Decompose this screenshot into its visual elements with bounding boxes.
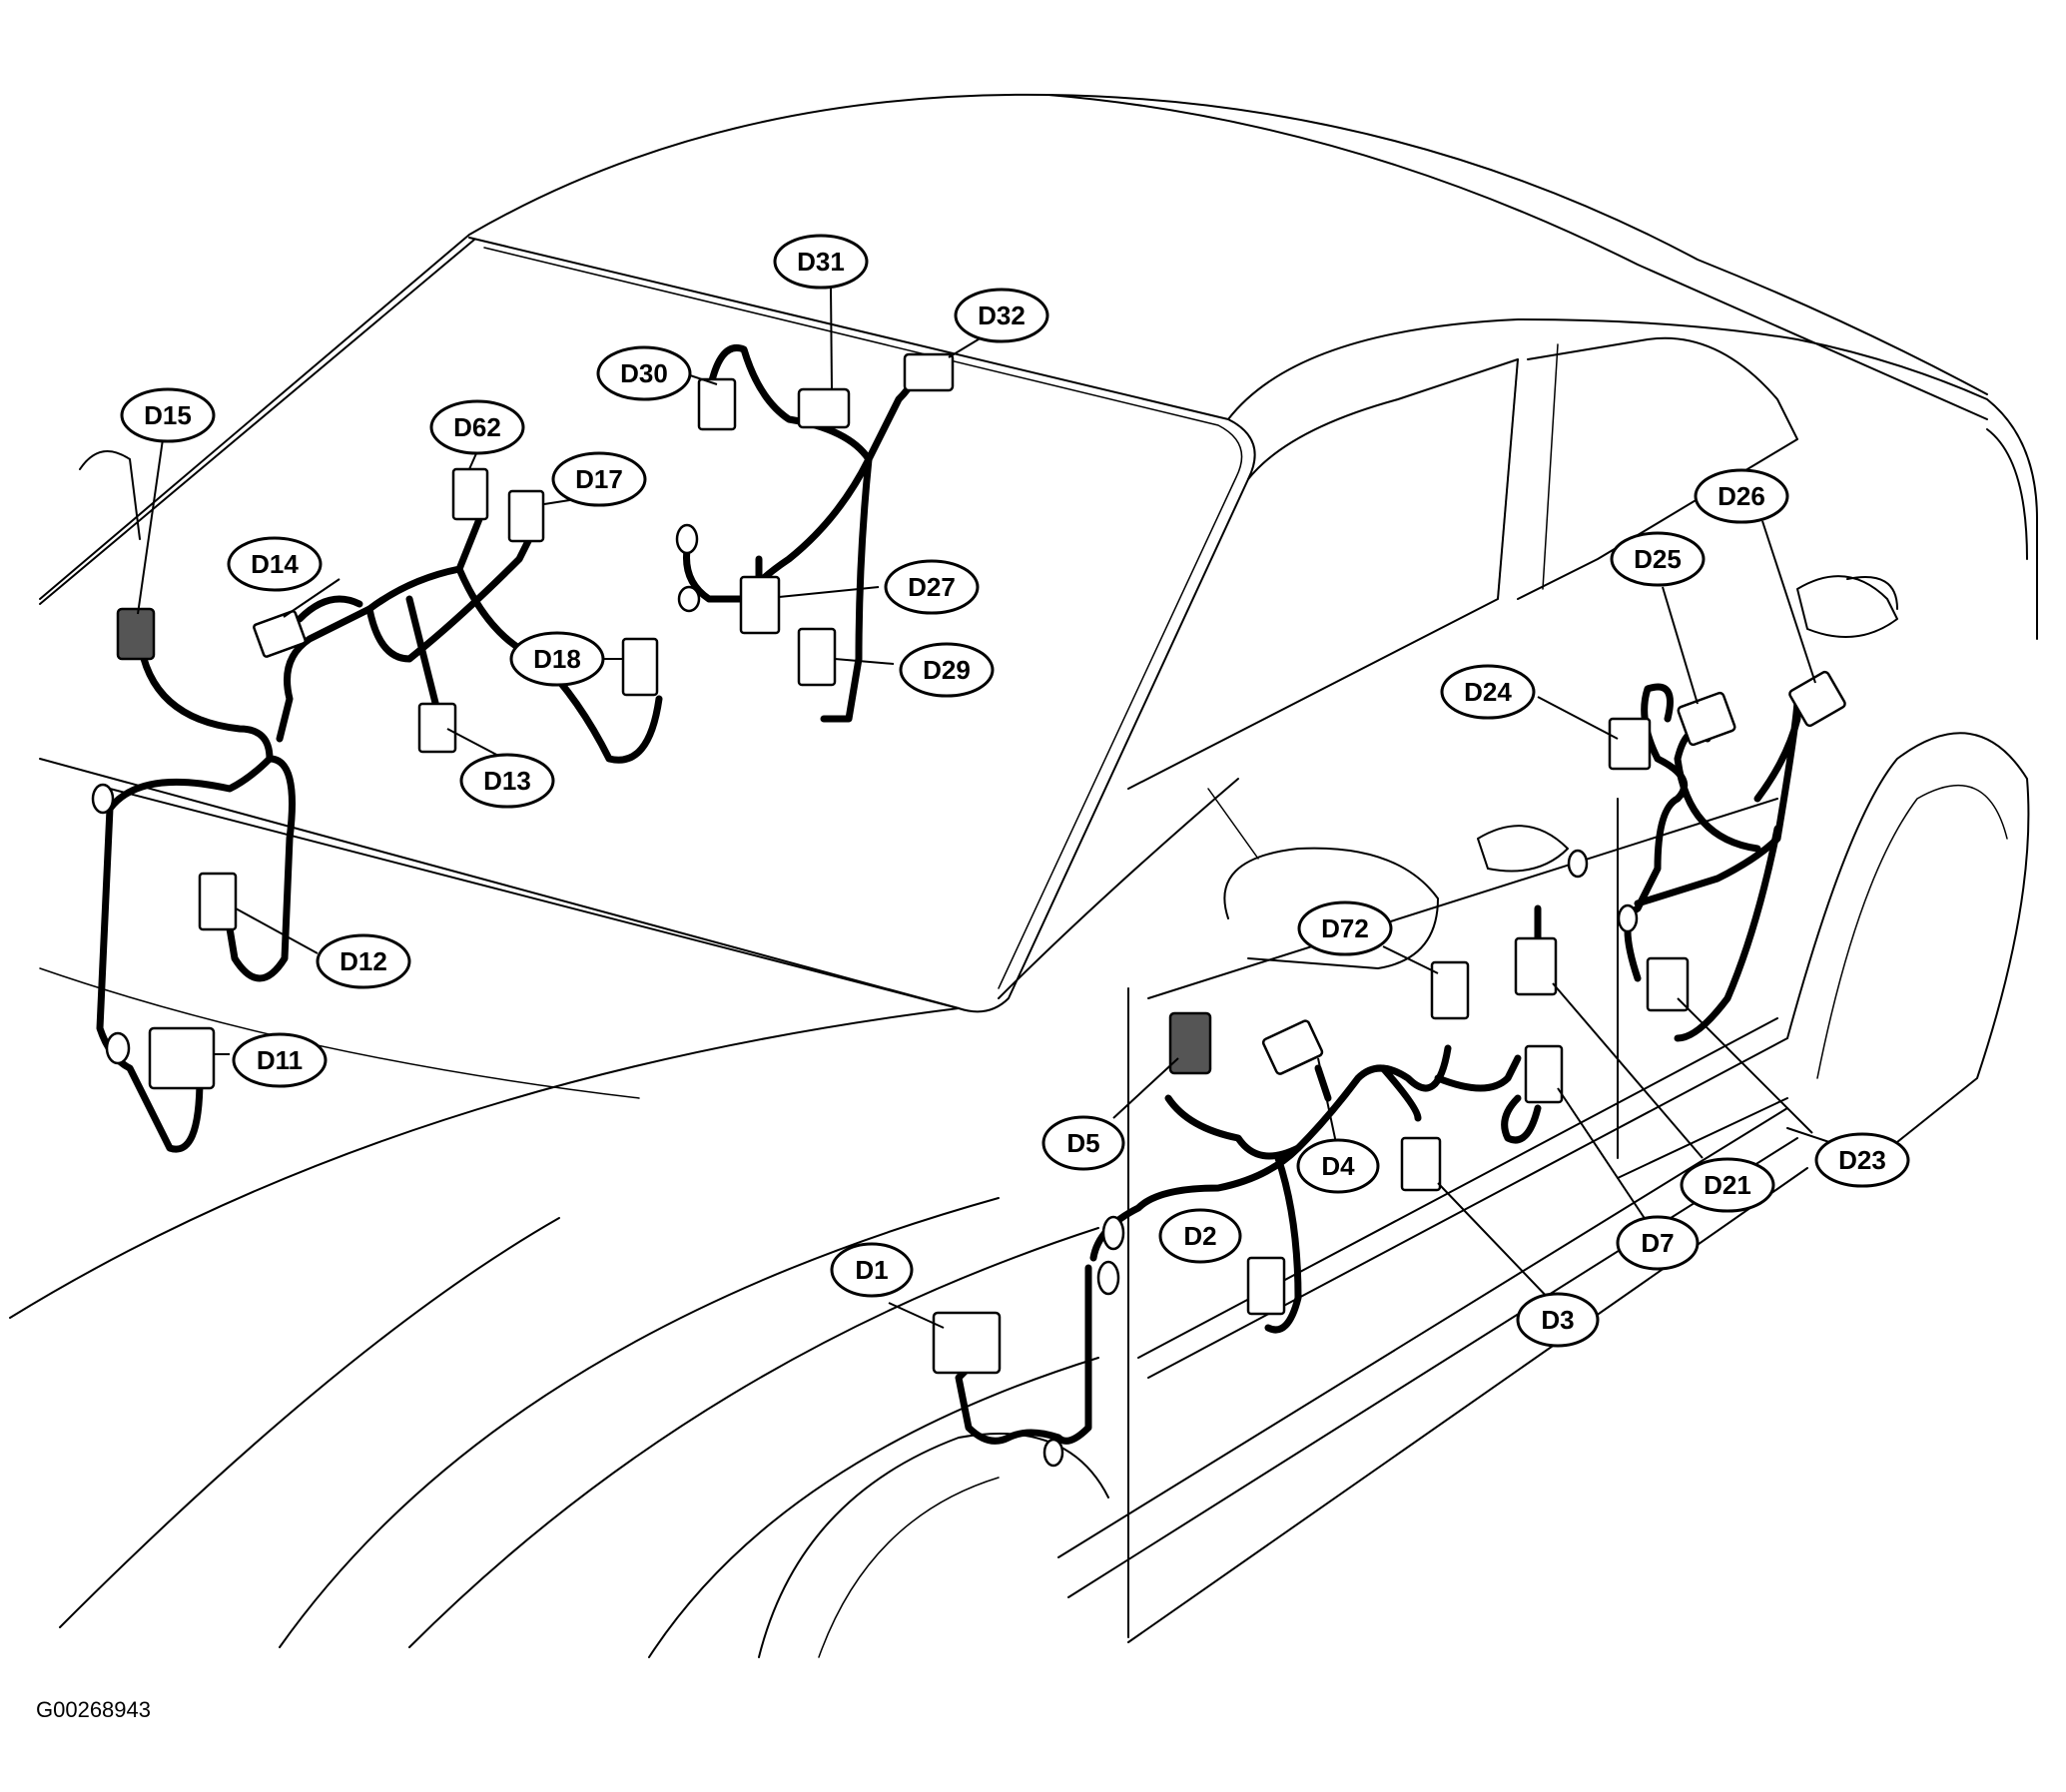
connector-d21-body: [1514, 936, 1558, 996]
label-d21: D21: [1680, 1157, 1775, 1213]
svg-text:D15: D15: [144, 400, 192, 430]
label-d24: D24: [1440, 664, 1536, 720]
connector-d18-body: [621, 637, 659, 697]
label-d5: D5: [1041, 1115, 1125, 1171]
connector-d32-body: [903, 352, 955, 392]
svg-text:D29: D29: [923, 655, 971, 685]
svg-text:D31: D31: [797, 247, 845, 277]
svg-text:D2: D2: [1183, 1221, 1216, 1251]
label-d32: D32: [954, 288, 1049, 343]
connector-d30-body: [697, 377, 737, 431]
label-d18: D18: [509, 631, 605, 687]
connector-d24-body: [1608, 717, 1652, 771]
svg-text:D62: D62: [453, 412, 501, 442]
connector-d12-body: [198, 872, 238, 931]
connector-d26-body: [1788, 670, 1846, 728]
connector-d17-body: [507, 489, 545, 543]
label-d4: D4: [1296, 1138, 1380, 1194]
svg-text:D32: D32: [978, 300, 1026, 330]
leader-lines: [137, 287, 1816, 1329]
label-d26: D26: [1694, 468, 1789, 524]
connector-d27-body: [739, 575, 781, 635]
label-d31: D31: [773, 234, 869, 290]
label-d30: D30: [596, 345, 692, 401]
connector-d29-body: [797, 627, 837, 687]
connector-labels: D15 D62 D17 D14 D18 D13 D12 D11 D31 D32 …: [120, 234, 1910, 1348]
connector-d2-body: [1246, 1256, 1286, 1316]
label-d62: D62: [429, 399, 525, 455]
svg-text:D24: D24: [1464, 677, 1512, 707]
svg-text:D26: D26: [1718, 481, 1765, 511]
connector-d15-body: [116, 607, 156, 661]
connector-d11-body: [148, 1026, 216, 1090]
svg-text:D30: D30: [620, 358, 668, 388]
connector-d25-body: [1677, 691, 1736, 747]
connector-d4-body: [1261, 1019, 1324, 1075]
label-d11: D11: [232, 1032, 328, 1088]
connector-d13-body: [417, 702, 457, 754]
harness-wires: [96, 344, 1801, 1445]
svg-text:D72: D72: [1321, 913, 1369, 943]
svg-text:D11: D11: [257, 1045, 303, 1075]
label-d7: D7: [1616, 1215, 1700, 1271]
figure-id: G00268943: [36, 1697, 151, 1722]
svg-text:D17: D17: [575, 464, 623, 494]
svg-text:D12: D12: [340, 946, 387, 976]
label-d12: D12: [316, 933, 411, 989]
label-d72: D72: [1297, 900, 1393, 956]
label-d27: D27: [884, 559, 980, 615]
label-d3: D3: [1516, 1292, 1600, 1348]
connector-d31-body: [797, 387, 851, 429]
label-d23: D23: [1814, 1132, 1910, 1188]
svg-text:D5: D5: [1066, 1128, 1099, 1158]
svg-text:D27: D27: [908, 572, 956, 602]
grommets: [91, 523, 1639, 1468]
label-d1: D1: [830, 1242, 914, 1298]
connector-d7-body: [1524, 1044, 1564, 1104]
connector-d1-body: [932, 1311, 1002, 1375]
label-d13: D13: [459, 753, 555, 809]
svg-text:D7: D7: [1641, 1228, 1674, 1258]
label-d2: D2: [1158, 1208, 1242, 1264]
connector-d3-body: [1400, 1136, 1442, 1192]
svg-text:D3: D3: [1541, 1305, 1574, 1335]
svg-text:D14: D14: [251, 549, 299, 579]
connector-bodies: [116, 352, 1846, 1375]
svg-text:D1: D1: [855, 1255, 888, 1285]
connector-d23-body: [1646, 956, 1690, 1012]
svg-text:D4: D4: [1321, 1151, 1355, 1181]
label-d14: D14: [227, 536, 323, 592]
svg-text:D21: D21: [1704, 1170, 1751, 1200]
connector-d72-body: [1430, 960, 1470, 1020]
label-d15: D15: [120, 387, 216, 443]
label-d17: D17: [551, 451, 647, 507]
svg-text:D23: D23: [1838, 1145, 1886, 1175]
label-d25: D25: [1610, 531, 1706, 587]
svg-text:D18: D18: [533, 644, 581, 674]
connector-d62-body: [451, 467, 489, 521]
label-d29: D29: [899, 642, 995, 698]
connector-d5-body: [1168, 1011, 1212, 1075]
svg-text:D13: D13: [483, 766, 531, 796]
connector-d14-body: [253, 610, 307, 658]
svg-text:D25: D25: [1634, 544, 1682, 574]
